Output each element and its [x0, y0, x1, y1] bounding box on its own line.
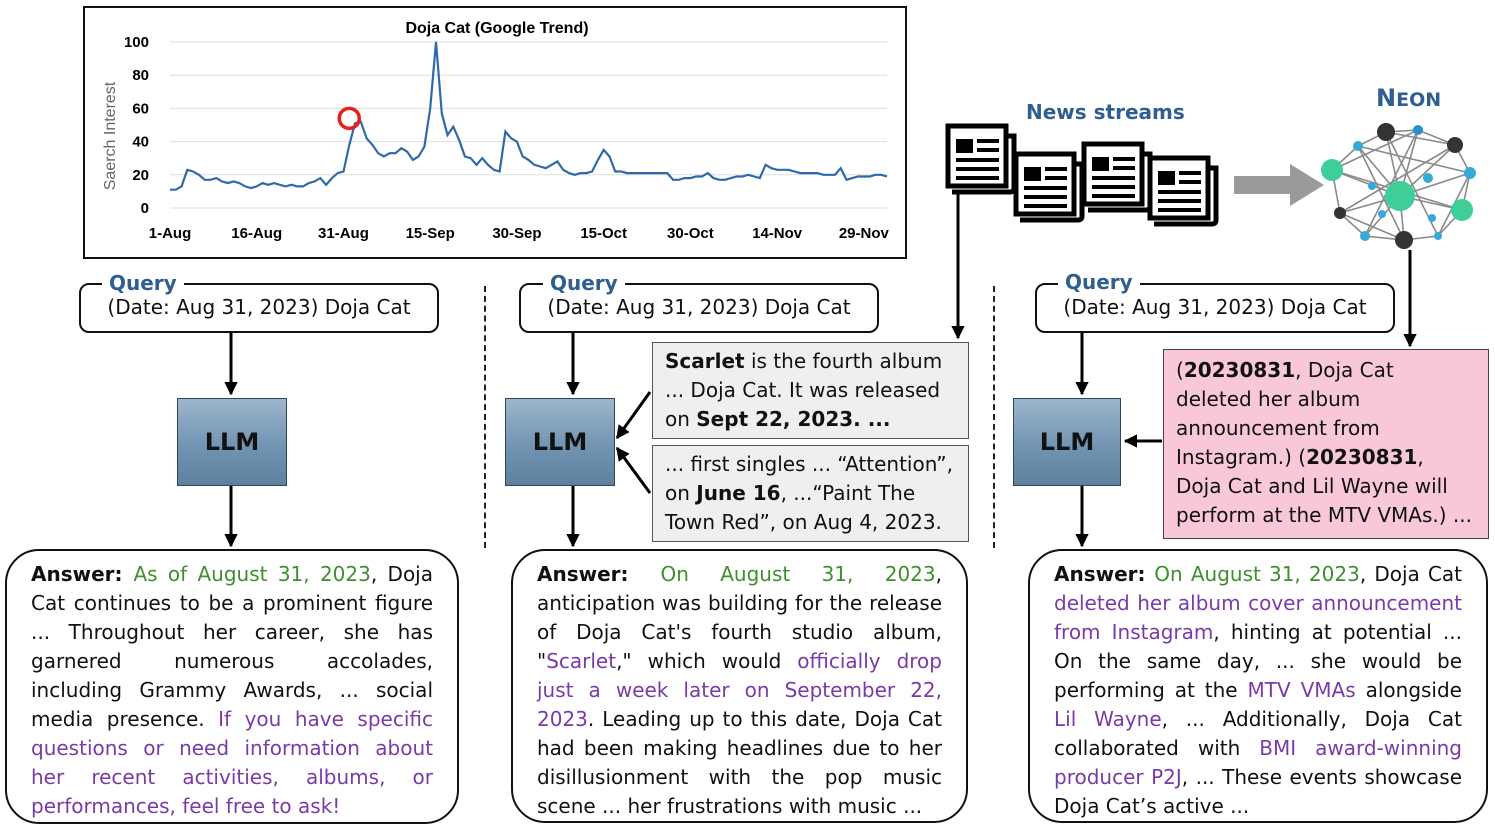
y-tick-label: 0	[141, 200, 149, 217]
text-segment: MTV VMAs	[1247, 678, 1356, 702]
text-segment: deleted her album cover announcement fro…	[1054, 591, 1462, 644]
trend-chart: Doja Cat (Google Trend) Saerch Interest …	[83, 6, 907, 259]
left-answer-box: Answer: As of August 31, 2023, Doja Cat …	[5, 549, 459, 824]
trend-series-line	[170, 41, 888, 191]
x-tick-label: 16-Aug	[231, 225, 282, 242]
right-answer-text: Answer: On August 31, 2023, Doja Cat del…	[1054, 560, 1462, 821]
chart-title: Doja Cat (Google Trend)	[405, 20, 588, 37]
right-query-box: (Date: Aug 31, 2023) Doja Cat	[1035, 283, 1395, 333]
retrieved-doc-1: Scarlet is the fourth album ... Doja Cat…	[652, 342, 969, 439]
text-segment: , anticipation was building for the rele…	[537, 562, 942, 673]
left-answer-text: Answer: As of August 31, 2023, Doja Cat …	[31, 560, 433, 821]
y-tick-label: 20	[132, 167, 149, 184]
gray-arrow-icon	[1234, 164, 1324, 206]
middle-llm-label: LLM	[532, 428, 588, 456]
neon-retrieved-facts: (20230831, Doja Cat deleted her album an…	[1163, 349, 1489, 539]
retrieved-doc-1-text: Scarlet is the fourth album ... Doja Cat…	[665, 347, 956, 434]
neon-title-rest: EON	[1396, 89, 1442, 111]
right-llm-box: LLM	[1013, 398, 1121, 486]
text-segment: On August 31, 2023	[1154, 562, 1360, 586]
y-tick-label: 80	[132, 67, 149, 84]
retrieved-doc-2-text: ... first singles ... “Attention”, on Ju…	[665, 450, 956, 537]
text-segment: . Leading up to this date, Doja Cat had …	[537, 707, 942, 818]
retrieved-doc-2: ... first singles ... “Attention”, on Ju…	[652, 445, 969, 542]
text-segment: Answer:	[31, 562, 134, 586]
text-segment: alongside	[1355, 678, 1462, 702]
text-segment: On August 31, 2023	[660, 562, 936, 586]
text-segment: If you have specific questions or need i…	[31, 707, 433, 818]
text-segment: , Doja Cat deleted her album announcemen…	[1176, 358, 1394, 469]
text-segment: Sept 22, 2023. ...	[696, 407, 891, 431]
x-tick-label: 14-Nov	[752, 225, 803, 242]
right-query-label: Query	[1058, 271, 1140, 293]
text-segment: Answer:	[1054, 562, 1155, 586]
x-tick-label: 31-Aug	[318, 225, 369, 242]
neon-title: NEON	[1376, 84, 1441, 112]
chart-y-axis-label: Saerch Interest	[102, 81, 119, 190]
neon-retrieved-facts-text: (20230831, Doja Cat deleted her album an…	[1176, 356, 1474, 530]
middle-llm-box: LLM	[505, 398, 615, 486]
highlight-circle	[337, 106, 361, 131]
y-tick-label: 40	[132, 134, 149, 151]
x-tick-label: 30-Sep	[492, 225, 541, 242]
middle-answer-text: Answer: On August 31, 2023, anticipation…	[537, 560, 942, 821]
text-segment: Answer:	[537, 562, 661, 586]
text-segment: 20230831	[1183, 358, 1296, 382]
neon-title-initial: N	[1376, 84, 1397, 112]
left-llm-label: LLM	[204, 428, 260, 456]
x-tick-label: 15-Oct	[580, 225, 627, 242]
y-tick-label: 60	[132, 100, 149, 117]
right-llm-label: LLM	[1039, 428, 1095, 456]
text-segment: officially drop just a week later on Sep…	[537, 649, 942, 731]
text-segment: , ...“Paint The Town Red”, on Aug 4, 202…	[665, 481, 942, 534]
right-query-text: (Date: Aug 31, 2023) Doja Cat	[1063, 295, 1367, 319]
text-segment: , Doja Cat continues to be a prominent f…	[31, 562, 433, 731]
text-segment: , Doja Cat	[1359, 562, 1462, 586]
x-tick-label: 29-Nov	[839, 225, 890, 242]
x-tick-label: 1-Aug	[149, 225, 192, 242]
text-segment: , ... Additionally, Doja Cat collaborate…	[1054, 707, 1462, 760]
knowledge-graph-icon	[1321, 123, 1476, 249]
text-segment: ... first singles ... “Attention”, on	[665, 452, 953, 505]
x-tick-label: 15-Sep	[406, 225, 455, 242]
left-query-text: (Date: Aug 31, 2023) Doja Cat	[107, 295, 411, 319]
text-segment: June 16	[696, 481, 781, 505]
text-segment: Scarlet	[546, 649, 617, 673]
text-segment: BMI award-winning producer P2J	[1054, 736, 1462, 789]
text-segment: , hinting at potential ... On the same d…	[1054, 620, 1462, 702]
text-segment: is the fourth album ... Doja Cat. It was…	[665, 349, 943, 431]
text-segment: Scarlet	[665, 349, 745, 373]
middle-query-box: (Date: Aug 31, 2023) Doja Cat	[519, 283, 879, 333]
separator-line	[484, 286, 486, 548]
trend-chart-svg: Doja Cat (Google Trend) Saerch Interest …	[102, 20, 890, 242]
text-segment: ," which would	[616, 649, 798, 673]
middle-query-label: Query	[543, 272, 625, 294]
text-segment: (	[1176, 358, 1184, 382]
left-llm-box: LLM	[177, 398, 287, 486]
middle-query-text: (Date: Aug 31, 2023) Doja Cat	[547, 295, 851, 319]
text-segment: , ... These events showcase Doja Cat’s a…	[1054, 765, 1462, 818]
text-segment: 20230831	[1306, 445, 1418, 469]
news-streams-title: News streams	[1026, 100, 1185, 124]
text-segment: Lil Wayne	[1054, 707, 1162, 731]
right-answer-box: Answer: On August 31, 2023, Doja Cat del…	[1028, 549, 1488, 823]
separator-line	[993, 286, 995, 548]
y-tick-label: 100	[124, 34, 149, 51]
middle-answer-box: Answer: On August 31, 2023, anticipation…	[511, 549, 968, 823]
x-tick-label: 30-Oct	[667, 225, 714, 242]
left-query-label: Query	[102, 272, 184, 294]
text-segment: , Doja Cat and Lil Wayne will perform at…	[1176, 445, 1472, 527]
text-segment: As of August 31, 2023	[133, 562, 371, 586]
